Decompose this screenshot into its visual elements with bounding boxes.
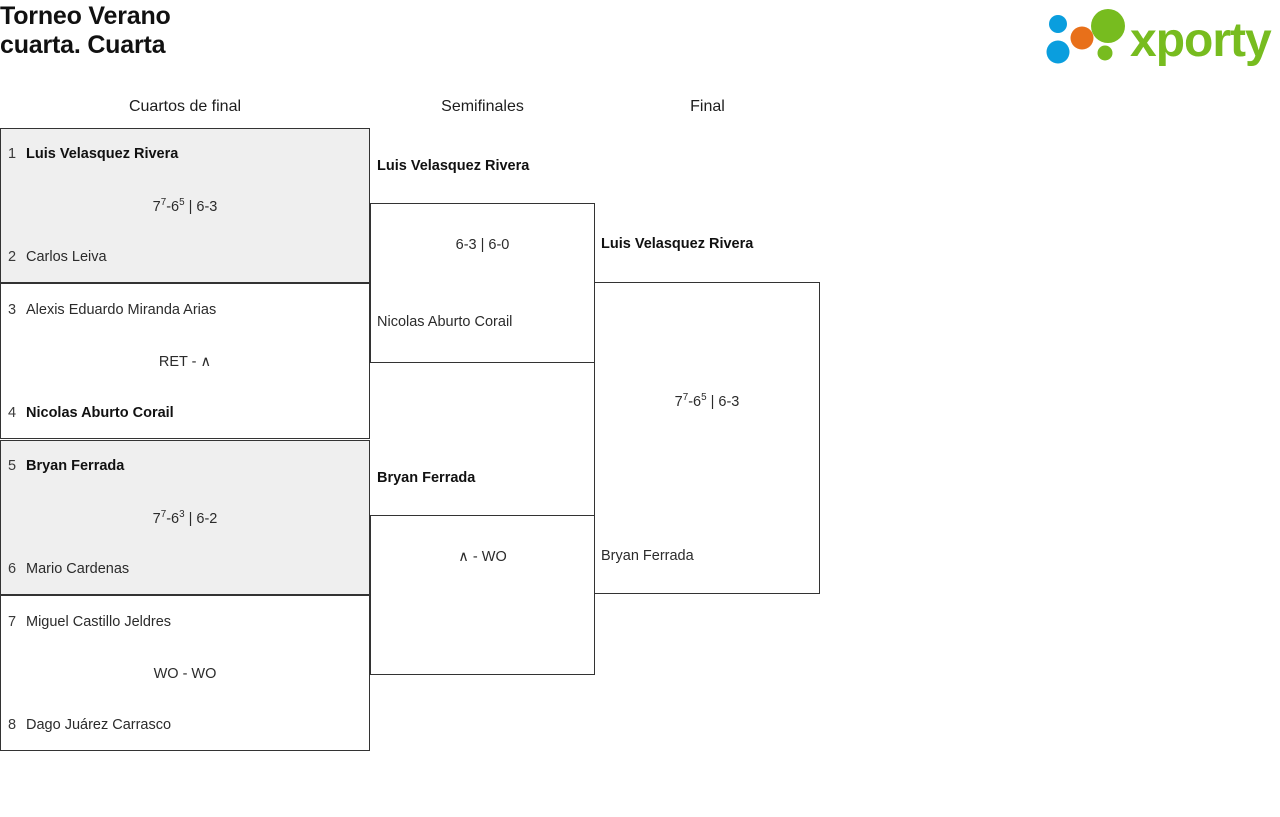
sf-1-player-bottom[interactable]: Nicolas Aburto Corail	[377, 314, 513, 330]
qf-2-score: RET - ∧	[158, 354, 212, 370]
qf-1-player-top[interactable]: 1 Luis Velasquez Rivera	[8, 145, 178, 163]
sf-1-player-top[interactable]: Luis Velasquez Rivera	[377, 158, 530, 174]
match-box-qf-1[interactable]	[0, 128, 370, 283]
match-box-sf-1[interactable]	[370, 203, 595, 363]
match-box-final[interactable]	[594, 282, 820, 594]
player-name: Dago Juárez Carrasco	[26, 717, 172, 733]
qf-2-player-bottom[interactable]: 4 Nicolas Aburto Corail	[8, 404, 174, 422]
seed-number: 6	[8, 561, 17, 577]
column-header-final: Final	[690, 98, 725, 115]
qf-3-player-bottom[interactable]: 6 Mario Cardenas	[8, 560, 129, 578]
qf-1-player-bottom[interactable]: 2 Carlos Leiva	[8, 248, 107, 266]
qf-1-score: 77-65 | 6-3	[152, 197, 218, 215]
qf-4-score: WO - WO	[153, 666, 217, 682]
player-name: Luis Velasquez Rivera	[26, 146, 179, 162]
qf-3-score: 77-63 | 6-2	[152, 509, 218, 527]
final-score: 77-65 | 6-3	[674, 392, 740, 410]
seed-number: 8	[8, 717, 17, 733]
match-box-sf-2[interactable]	[370, 515, 595, 675]
final-player-bottom[interactable]: Bryan Ferrada	[601, 548, 694, 564]
seed-number: 4	[8, 405, 17, 421]
match-box-qf-2[interactable]	[0, 283, 370, 439]
match-box-qf-3[interactable]	[0, 440, 370, 595]
player-name: Miguel Castillo Jeldres	[26, 614, 172, 630]
qf-2-player-top[interactable]: 3 Alexis Eduardo Miranda Arias	[8, 301, 216, 319]
qf-4-player-top[interactable]: 7 Miguel Castillo Jeldres	[8, 613, 171, 631]
player-name: Bryan Ferrada	[26, 458, 125, 474]
player-name: Mario Cardenas	[26, 561, 130, 577]
sf-2-player-top[interactable]: Bryan Ferrada	[377, 470, 476, 486]
seed-number: 5	[8, 458, 17, 474]
seed-number: 1	[8, 146, 17, 162]
seed-number: 7	[8, 614, 17, 630]
seed-number: 2	[8, 249, 17, 265]
page-title: Torneo Verano cuarta. Cuarta	[0, 2, 171, 59]
qf-4-player-bottom[interactable]: 8 Dago Juárez Carrasco	[8, 716, 171, 734]
player-name: Carlos Leiva	[26, 249, 107, 265]
sf-2-score: ∧ - WO	[458, 549, 507, 565]
xporty-logo[interactable]: xporty xporty	[1042, 6, 1274, 68]
seed-number: 3	[8, 302, 17, 318]
player-name: Nicolas Aburto Corail	[26, 405, 174, 421]
match-box-qf-4[interactable]	[0, 595, 370, 751]
player-name: Alexis Eduardo Miranda Arias	[26, 302, 217, 318]
sf-1-score: 6-3 | 6-0	[455, 237, 510, 253]
qf-3-player-top[interactable]: 5 Bryan Ferrada	[8, 457, 124, 475]
column-header-quarterfinals: Cuartos de final	[128, 98, 242, 115]
svg-text:xporty: xporty	[1130, 14, 1272, 67]
column-header-semifinals: Semifinales	[441, 98, 524, 115]
final-player-top[interactable]: Luis Velasquez Rivera	[601, 236, 754, 252]
